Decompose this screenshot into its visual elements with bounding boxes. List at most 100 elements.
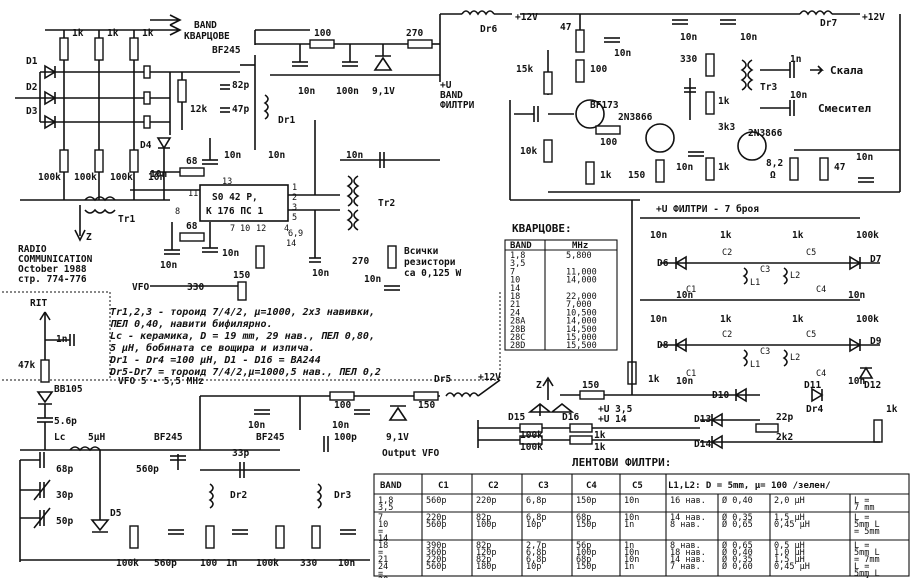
diode-d15-d16-symbols: [527, 402, 575, 416]
label-2k2: 2k2: [776, 432, 793, 443]
vfo-section: RIT 1n 47k BB105 5.6p Lc 5μH 68p 30p 50p…: [18, 298, 501, 569]
label-l1-b: L1: [750, 360, 760, 370]
label-d1: D1: [26, 56, 38, 67]
resistor-100-vfo: [329, 391, 355, 401]
label-u35: +U 3,5: [598, 404, 633, 415]
label-100k-f2: 100k: [856, 314, 879, 325]
crystal-3: [143, 115, 151, 129]
band-filter-header: C3: [538, 481, 549, 491]
crystal-row-mhz: 15,000: [566, 333, 597, 343]
label-plus12v-b: +12V: [862, 12, 885, 23]
label-3k3: 3k3: [718, 122, 735, 133]
label-l2-a: L2: [790, 271, 800, 281]
label-c5-b: C5: [806, 330, 816, 340]
label-vfo-range: VFO 5 - 5,5 MHz: [118, 376, 204, 387]
resistor-68-bottom: [179, 232, 205, 242]
label-c5-a: C5: [806, 248, 816, 258]
label-d5: D5: [110, 508, 122, 519]
label-47k: 47k: [18, 360, 35, 371]
label-1k-f2a: 1k: [720, 314, 732, 325]
label-50p: 50p: [56, 516, 73, 527]
band-filter-bank: +U ФИЛТРИ - 7 броя D6 D7 D8 D9 10n 10n 1…: [477, 200, 898, 453]
label-u14: +U 14: [598, 414, 627, 425]
resistor-12k: [177, 79, 187, 103]
label-ic-name-1: S0 42 P,: [212, 192, 258, 203]
label-bf173: BF173: [590, 100, 619, 111]
choke-dr1: [263, 94, 269, 120]
resistor-150-ic: [255, 245, 265, 269]
resistor-100k-d15: [519, 423, 543, 433]
crystal-row-band: 10: [510, 276, 520, 286]
label-100k-f1: 100k: [856, 230, 879, 241]
crystal-row-mhz: 22,000: [566, 292, 597, 302]
note-line-3: Lc - керамика, D = 19 mm, 29 нав., ПЕЛ 0…: [110, 331, 375, 342]
ic-pin-1: 1: [292, 183, 297, 193]
resistor-100k-b: [94, 149, 104, 173]
label-10n-ic-left: 10n: [148, 172, 165, 183]
winding-notes: Tr1,2,3 - тороид 7/4/2, μ=1000, 2x3 нави…: [109, 307, 381, 378]
varicap-bb105: [36, 391, 54, 405]
output-label-smesitel: Смесител: [818, 102, 871, 115]
label-10n-rf-d: 10n: [676, 162, 693, 173]
resistor-100-rf: [575, 59, 585, 83]
ic-pin-12: 12: [256, 224, 266, 234]
label-d6: D6: [657, 258, 669, 269]
band-filter-header: C1: [438, 481, 449, 491]
crystal-2: [143, 91, 151, 105]
resistor-1k-d12: [873, 419, 883, 443]
label-9v1-bottom: 9,1V: [386, 432, 409, 443]
filtri-title: +U ФИЛТРИ - 7 броя: [656, 204, 759, 215]
label-l1-a: L1: [750, 278, 760, 288]
label-d15: D15: [508, 412, 525, 423]
label-100k-a: 100k: [38, 172, 61, 183]
zener-9v1-top: [373, 55, 393, 71]
label-1n-skala: 1n: [790, 54, 801, 65]
label-1k-f1b: 1k: [792, 230, 804, 241]
resistor-150-filter: [579, 390, 605, 400]
ic-pin-14: 14: [286, 239, 296, 249]
ic-pin-13: 13: [222, 177, 232, 187]
label-10n-d4: 10n: [150, 169, 167, 180]
label-1k-c: 1k: [142, 28, 154, 39]
band-filter-cell: 10n: [624, 496, 639, 506]
label-100k-vfo: 100k: [116, 558, 139, 569]
output-label-skala: Скала: [830, 64, 863, 77]
note-line-4: 5 μH, бобината се вощира и изпича.: [110, 342, 315, 354]
band-filter-cell: L =5mm L= 5mm: [854, 513, 880, 537]
label-10n-rf-e: 10n: [856, 152, 873, 163]
rf-buffer-section: Dr7 +12V 47 10n 10n 10n 15k 100 BF173 10…: [509, 10, 901, 201]
label-1n-rit: 1n: [56, 334, 67, 345]
ic-pin-3: 3: [292, 203, 297, 213]
band-filter-header: L1,L2: D = 5mm, μ= 100 /зелен/: [668, 481, 831, 491]
crystal-header-band: BAND: [510, 241, 532, 251]
label-150-filter: 150: [582, 380, 599, 391]
crystal-row-mhz: 14,500: [566, 325, 597, 335]
resistor-330-rf: [705, 53, 715, 77]
crystal-row-mhz: 14,000: [566, 317, 597, 327]
label-rit: RIT: [30, 298, 47, 309]
crystal-row-band: 1,8: [510, 251, 525, 261]
band-filter-cell: 14 нав.8 нав.: [670, 513, 706, 530]
label-47-b: 47: [834, 162, 845, 173]
crystal-row-band: 21: [510, 300, 520, 310]
label-d2: D2: [26, 82, 37, 93]
label-1k-rf-c: 1k: [718, 162, 730, 173]
resistor-1k-a: [59, 37, 69, 61]
label-lc-value: 5μH: [88, 432, 105, 443]
crystal-row-band: 18: [510, 292, 520, 302]
crystal-row-band: 7: [510, 267, 515, 277]
band-filter-cell: 6,8p: [526, 496, 546, 506]
diode-d11-symbol: [811, 387, 824, 403]
crystal-row-mhz: 14,000: [566, 276, 597, 286]
diode-d5-symbol: [90, 519, 110, 533]
